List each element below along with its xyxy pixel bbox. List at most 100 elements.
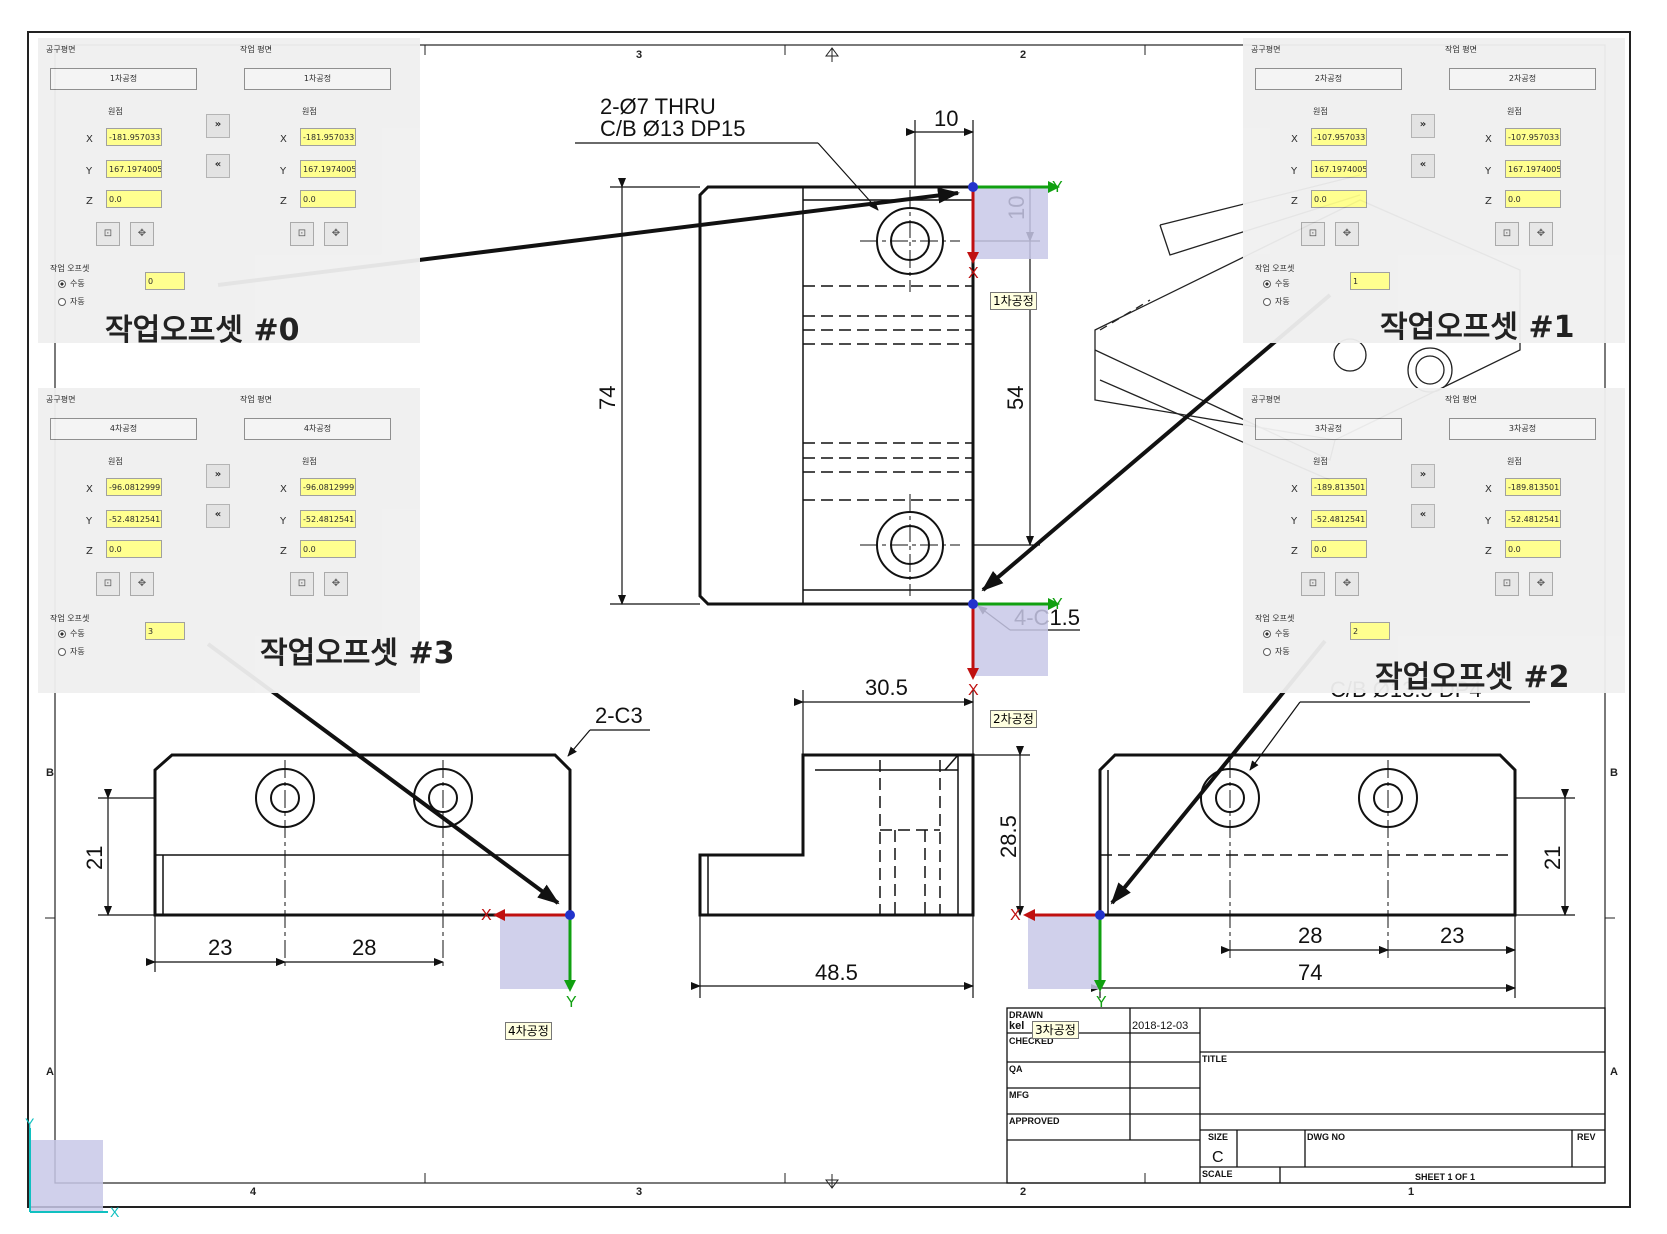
tool-plane-panel: 공구평면 4차공정 원점 X -96.0812999 Y -52.4812541… [38,388,228,693]
work-plane-title: 작업 평면 [240,45,272,54]
copy-right-button[interactable]: » [206,114,230,138]
radio-auto[interactable]: 자동 [1263,646,1290,657]
origin-z-input[interactable]: 0.0 [1311,190,1367,208]
move-origin-button[interactable]: ✥ [324,222,348,246]
origin-y-input[interactable]: -52.4812541 [106,510,162,528]
plane-name-field[interactable]: 1차공정 [50,68,197,90]
origin-x-input[interactable]: -107.957033 [1311,128,1367,146]
tool-plane-title: 공구평면 [46,395,76,404]
copy-right-button[interactable]: » [206,464,230,488]
work-offset-input[interactable]: 0 [145,272,185,290]
radio-manual[interactable]: 수동 [1263,278,1290,289]
origin-z-input[interactable]: 0.0 [1505,190,1561,208]
z-label: Z [1485,196,1492,207]
origin-label: 원점 [1507,457,1522,466]
origin-x-input[interactable]: -96.0812999 [300,478,356,496]
origin-x-input[interactable]: -189.813501 [1505,478,1561,496]
x-label: X [1291,134,1298,145]
dim-side-width: 48.5 [815,960,858,985]
work-offset-input[interactable]: 2 [1350,622,1390,640]
work-plane-panel: 작업 평면 3차공정 원점 X -189.813501 Y -52.481254… [1437,388,1627,693]
copy-left-button[interactable]: « [1411,504,1435,528]
y-label: Y [280,166,287,177]
copy-left-button[interactable]: « [1411,154,1435,178]
x-label: X [86,134,93,145]
origin-y-input[interactable]: 167.1974005 [106,160,162,178]
radio-auto-label: 자동 [70,647,85,656]
move-origin-button[interactable]: ✥ [1335,222,1359,246]
select-origin-button[interactable]: ⊡ [1495,222,1519,246]
origin-y-input[interactable]: 167.1974005 [1311,160,1367,178]
plane-name-field[interactable]: 3차공정 [1449,418,1596,440]
dim-front-height: 21 [82,846,107,870]
plane-name-field[interactable]: 4차공정 [50,418,197,440]
origin-y-input[interactable]: -52.4812541 [1311,510,1367,528]
move-origin-button[interactable]: ✥ [130,222,154,246]
radio-auto[interactable]: 자동 [58,646,85,657]
copy-left-button[interactable]: « [206,504,230,528]
radio-auto[interactable]: 자동 [1263,296,1290,307]
origin-z-input[interactable]: 0.0 [106,190,162,208]
origin-z-input[interactable]: 0.0 [300,540,356,558]
work-plane-title: 작업 평면 [1445,395,1477,404]
select-origin-button[interactable]: ⊡ [96,222,120,246]
origin-x-input[interactable]: -96.0812999 [106,478,162,496]
origin-z-input[interactable]: 0.0 [106,540,162,558]
process-tag-4: 4차공정 [505,1022,552,1040]
axis-x-4: X [481,907,492,924]
move-origin-button[interactable]: ✥ [1335,572,1359,596]
plane-name-field[interactable]: 2차공정 [1449,68,1596,90]
title-block [1006,1007,1606,1184]
top-view [698,185,975,606]
select-origin-button[interactable]: ⊡ [96,572,120,596]
copy-left-button[interactable]: « [206,154,230,178]
y-label: Y [1485,516,1492,527]
x-label: X [280,484,287,495]
select-origin-button[interactable]: ⊡ [1301,572,1325,596]
origin-x-input[interactable]: -189.813501 [1311,478,1367,496]
radio-dot-icon [1263,279,1271,288]
origin-z-input[interactable]: 0.0 [1311,540,1367,558]
z-label: Z [86,546,93,557]
origin-y-input[interactable]: -52.4812541 [1505,510,1561,528]
work-offset-input[interactable]: 1 [1350,272,1390,290]
move-origin-button[interactable]: ✥ [324,572,348,596]
zone-labels: 3 2 4 3 2 1 B A B A [46,49,1618,1198]
work-offset-label: 작업 오프셋 [1255,614,1295,623]
radio-auto[interactable]: 자동 [58,296,85,307]
plane-name-field[interactable]: 4차공정 [244,418,391,440]
side-view-dim-text: 30.5 28.5 48.5 [815,675,1021,985]
origin-x-input[interactable]: -107.957033 [1505,128,1561,146]
dim-front-chamfer: 2-C3 [595,703,643,728]
copy-right-button[interactable]: » [1411,464,1435,488]
select-origin-button[interactable]: ⊡ [1495,572,1519,596]
origin-y-input[interactable]: 167.1974005 [300,160,356,178]
select-origin-button[interactable]: ⊡ [1301,222,1325,246]
plane-name-field[interactable]: 2차공정 [1255,68,1402,90]
origin-y-input[interactable]: -52.4812541 [300,510,356,528]
origin-z-input[interactable]: 0.0 [1505,540,1561,558]
select-origin-button[interactable]: ⊡ [290,572,314,596]
origin-y-input[interactable]: 167.1974005 [1505,160,1561,178]
zone-right-a: A [1610,1066,1618,1078]
tool-plane-panel: 공구평면 2차공정 원점 X -107.957033 Y 167.1974005… [1243,38,1433,343]
move-origin-button[interactable]: ✥ [1529,572,1553,596]
move-origin-button[interactable]: ✥ [130,572,154,596]
radio-manual[interactable]: 수동 [1263,628,1290,639]
radio-manual[interactable]: 수동 [58,628,85,639]
right-view-dim-text: C/B Ø13.5 DP4 21 28 23 74 [1298,677,1565,985]
plane-name-field[interactable]: 1차공정 [244,68,391,90]
origin-x-input[interactable]: -181.957033 [106,128,162,146]
radio-manual[interactable]: 수동 [58,278,85,289]
axis-y-2: Y [1052,596,1063,613]
move-origin-button[interactable]: ✥ [1529,222,1553,246]
origin-z-input[interactable]: 0.0 [300,190,356,208]
copy-right-button[interactable]: » [1411,114,1435,138]
origin-x-input[interactable]: -181.957033 [300,128,356,146]
select-origin-button[interactable]: ⊡ [290,222,314,246]
plane-name-field[interactable]: 3차공정 [1255,418,1402,440]
x-label: X [86,484,93,495]
work-offset-input[interactable]: 3 [145,622,185,640]
origin-label: 원점 [1507,107,1522,116]
